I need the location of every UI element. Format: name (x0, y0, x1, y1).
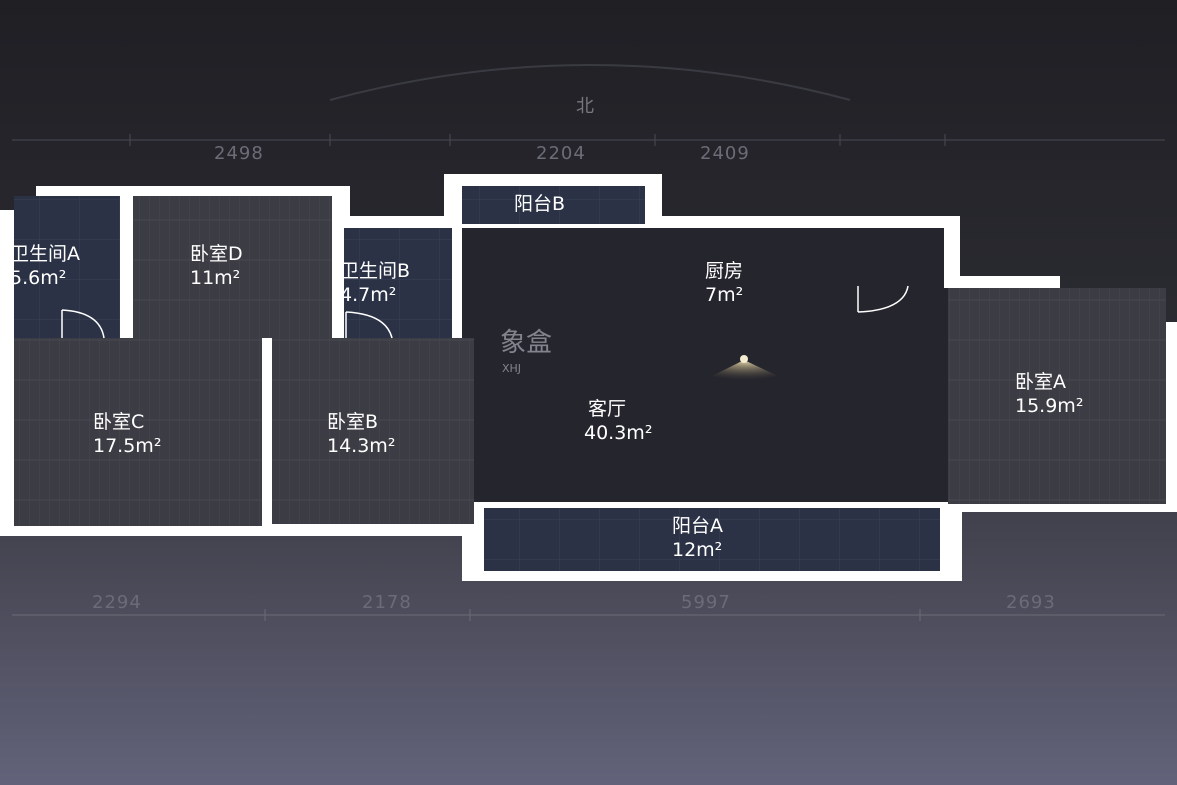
dimension-line-bottom (12, 609, 1165, 621)
dimension-bottom-1: 2294 (92, 592, 142, 613)
room-name: 卧室A (1015, 371, 1066, 393)
room-area: 7m² (705, 284, 744, 306)
bedroom-d-floor (133, 196, 332, 338)
room-name: 厨房 (705, 260, 744, 282)
room-name: 阳台B (514, 193, 566, 215)
doors (61, 285, 909, 339)
compass-north-label: 北 (576, 96, 594, 117)
room-area: 17.5m² (93, 435, 162, 457)
dimension-bottom-4: 2693 (1006, 592, 1056, 613)
room-name: 卫生间B (340, 260, 411, 282)
room-name: 卫生间A (10, 243, 80, 265)
dimension-top-3: 2409 (700, 143, 750, 164)
room-area: 12m² (672, 539, 723, 561)
room-name: 卧室D (190, 243, 243, 265)
lamp-icon (712, 360, 778, 380)
room-area: 11m² (190, 267, 241, 289)
bedroom-c-floor (14, 338, 262, 526)
compass-arc (329, 64, 851, 101)
room-name: 阳台A (672, 515, 723, 537)
watermark-logo: 象盒 (500, 328, 553, 358)
balcony-a-floor (484, 508, 940, 571)
room-area: 5.6m² (10, 267, 67, 289)
watermark-sub: XHJ (502, 362, 522, 375)
room-name: 卧室B (327, 411, 379, 433)
dimension-line-top (12, 134, 1165, 146)
bedroom-a-floor (948, 288, 1166, 504)
dimension-bottom-3: 5997 (681, 592, 731, 613)
room-area: 14.3m² (327, 435, 396, 457)
dimension-top-1: 2498 (214, 143, 264, 164)
bedroom-b-floor (272, 338, 474, 524)
room-name: 客厅 (588, 398, 627, 420)
room-area: 40.3m² (584, 422, 653, 444)
balcony-b-floor (462, 186, 645, 224)
room-name: 卧室C (93, 411, 145, 433)
dimension-bottom-2: 2178 (362, 592, 412, 613)
room-area: 15.9m² (1015, 395, 1084, 417)
bathroom-a-floor (14, 196, 120, 338)
room-balcony-b[interactable]: 阳台B (514, 192, 565, 216)
room-area: 4.7m² (340, 284, 397, 306)
bathroom-b-floor (344, 228, 452, 338)
dimension-top-2: 2204 (536, 143, 586, 164)
living-room-floor-b (818, 288, 948, 502)
